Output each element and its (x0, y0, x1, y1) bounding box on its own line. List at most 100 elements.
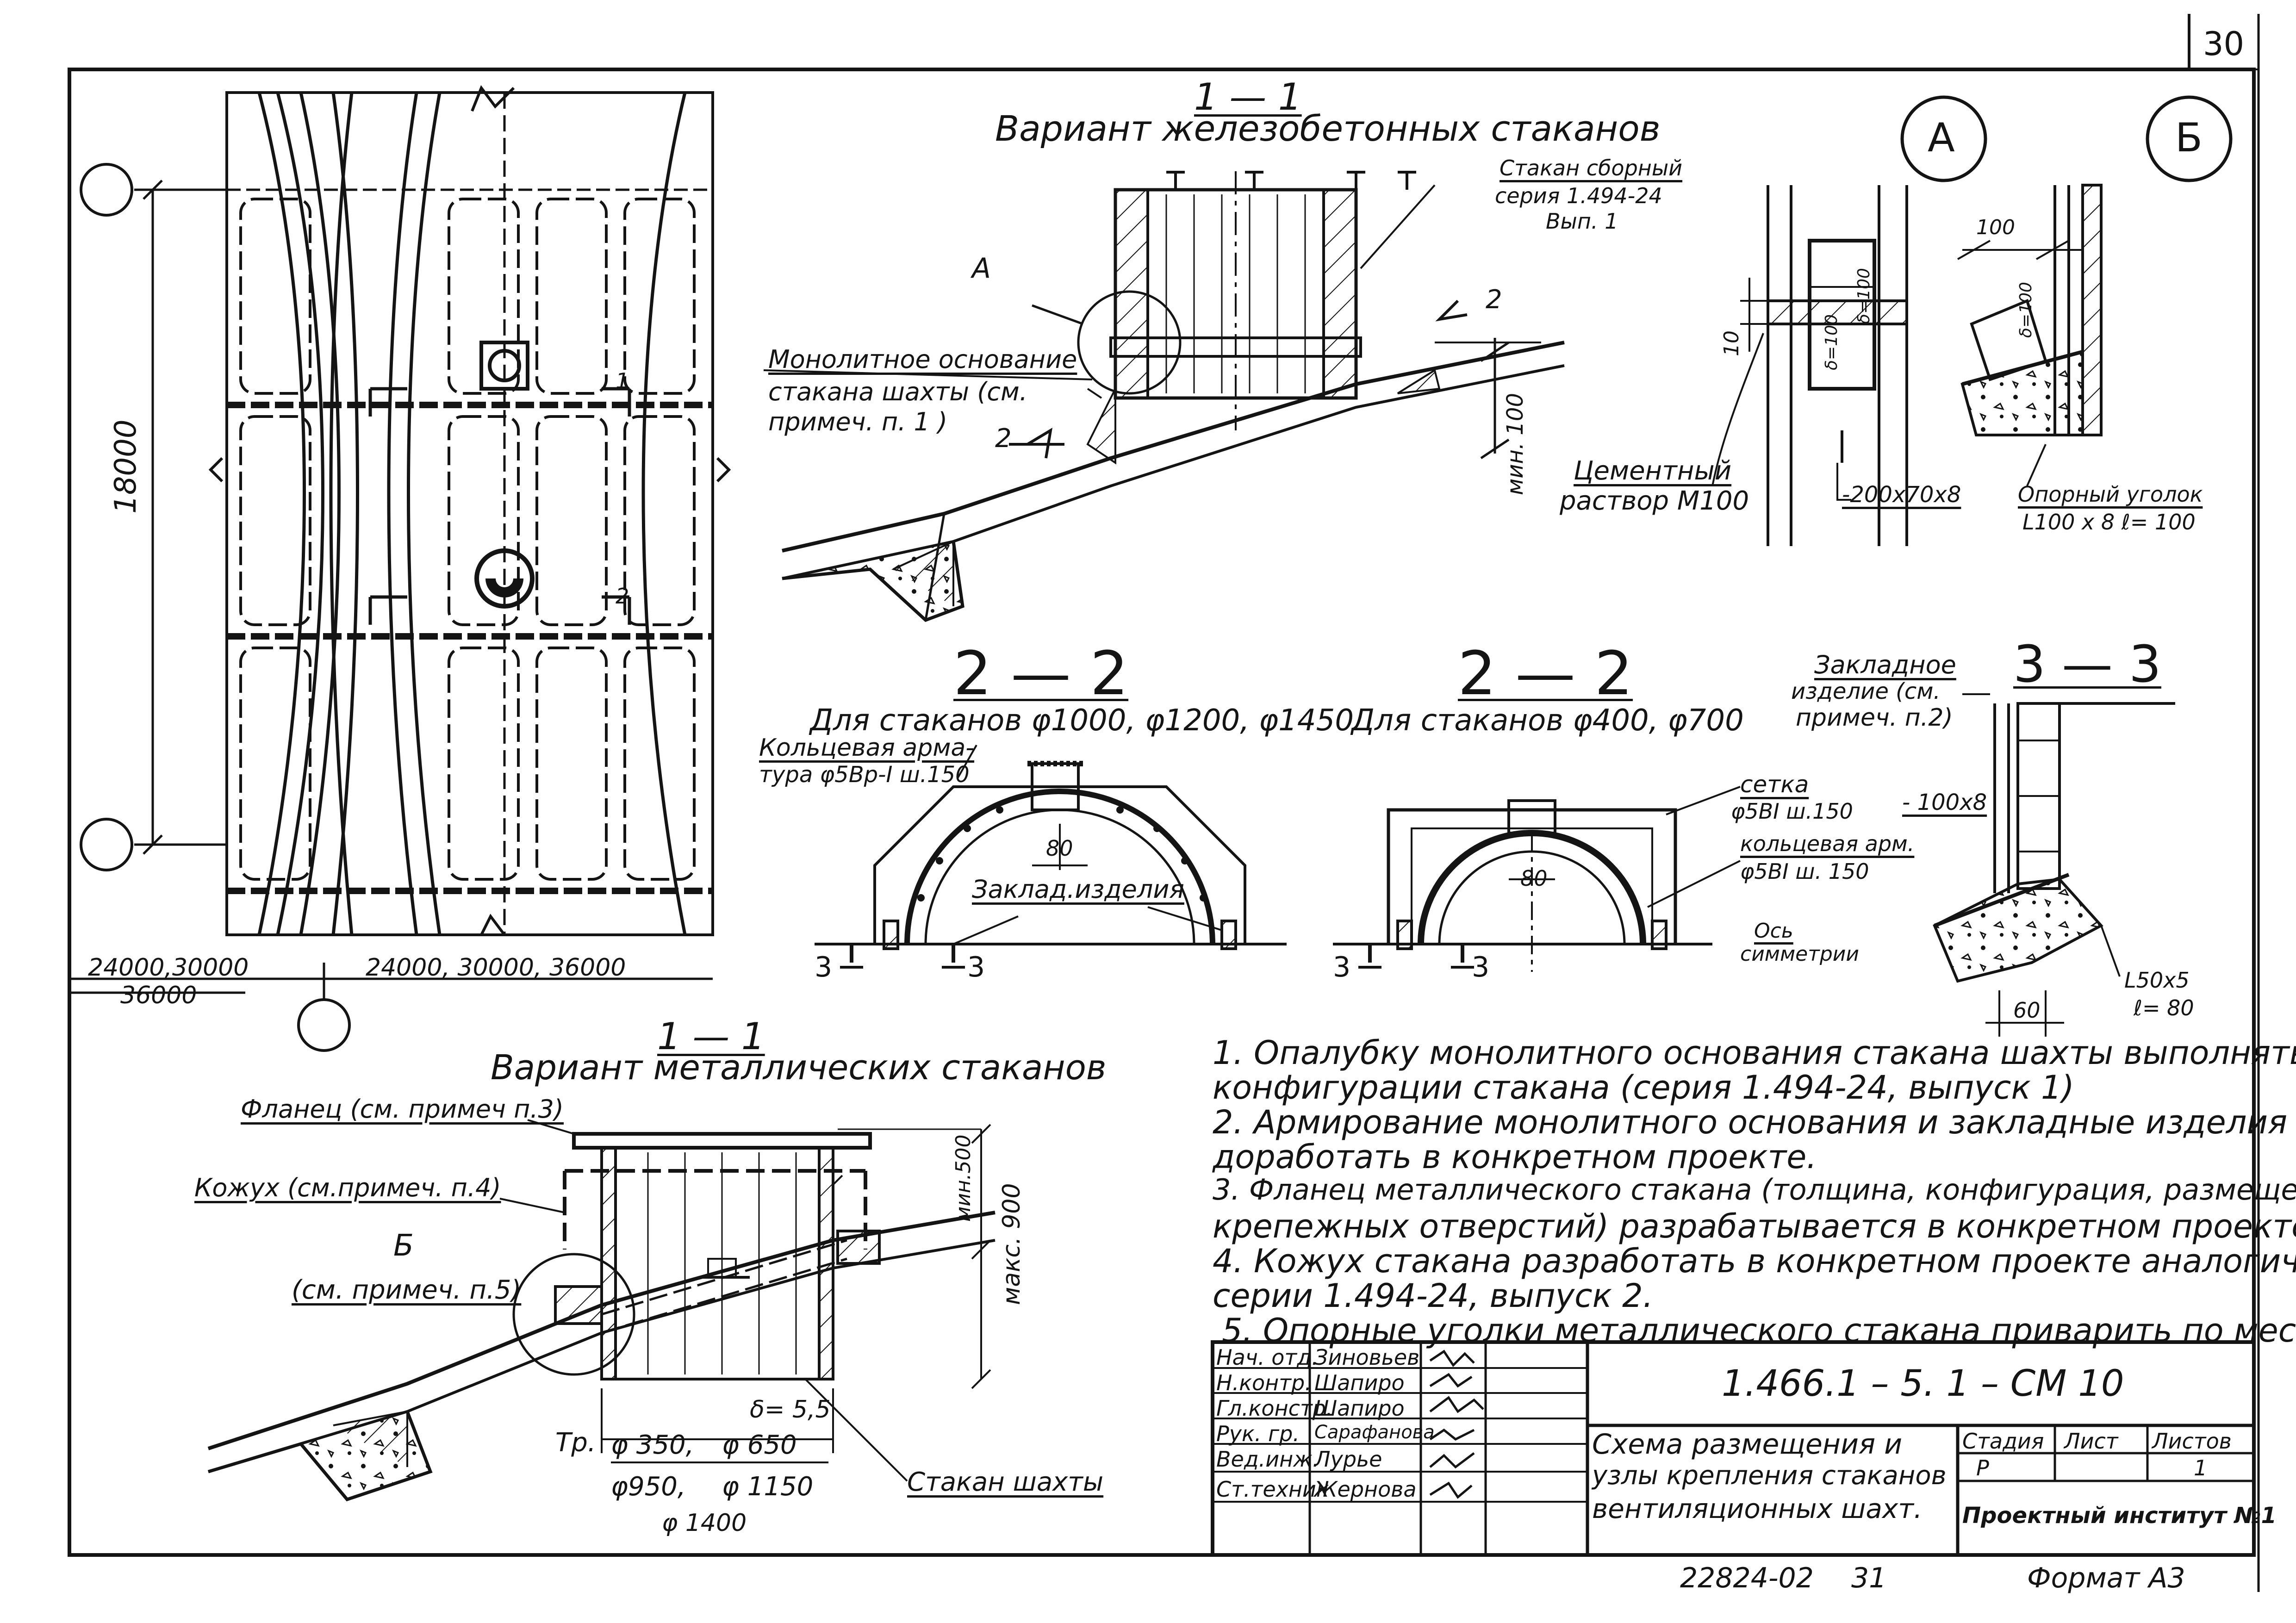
format-label: Формат А3 (2027, 1562, 2185, 1594)
section-metal-title: Вариант металлических стаканов (491, 1048, 1107, 1088)
tb-role-3: Гл.констр. (1216, 1396, 1333, 1421)
dim-d950: φ950, (611, 1472, 686, 1502)
title-block-grid (1211, 1340, 2256, 1557)
signatures (1429, 1349, 1484, 1499)
plan-dim-left: 24000,30000 (88, 954, 249, 982)
dim-d1400: φ 1400 (662, 1509, 747, 1537)
tb-role-2: Н.контр. (1216, 1370, 1312, 1395)
dim-min-100: мин. 100 (1502, 393, 1528, 495)
detail-b-circle-label: Б (2175, 115, 2203, 161)
punch-holes (80, 163, 351, 1052)
section-33-emb-2: изделие (см. (1791, 678, 1941, 704)
tr-label: Тр. (555, 1428, 596, 1458)
section-22b-dim-80: 80 (1520, 866, 1548, 891)
tb-name-line-3: вентиляционных шахт. (1592, 1493, 1923, 1524)
tb-organization: Проектный институт №1 (1962, 1503, 2277, 1529)
section-33-dim-60: 60 (2013, 998, 2041, 1023)
tb-name-3: Шапиро (1314, 1396, 1405, 1421)
tb-name-2: Шапиро (1314, 1370, 1405, 1395)
tb-name-line-2: узлы крепления стаканов (1592, 1461, 1947, 1491)
tb-sheets-value: 1 (2194, 1455, 2208, 1480)
section-33-plate: - 100x8 (1902, 790, 1987, 815)
section-33-angle-2: ℓ= 80 (2134, 995, 2194, 1020)
tb-sheet-header: Лист (2064, 1429, 2118, 1454)
detail-a-mortar-1: Цементный (1574, 456, 1732, 486)
base-label-2: стакана шахты (см. (768, 377, 1027, 406)
detail-a-dim-10: 10 (1720, 330, 1743, 356)
section-22b-mesh-2: φ5ВI ш.150 (1731, 799, 1853, 824)
note-line-2: конфигурации стакана (серия 1.494-24, вы… (1213, 1069, 2074, 1107)
plan-mark-1: 1 (616, 368, 629, 393)
roof-plan (69, 85, 731, 1000)
note-line-8: серии 1.494-24, выпуск 2. (1213, 1277, 1653, 1315)
label-b-note: (см. примеч. п.5) (292, 1275, 522, 1305)
section-22a-dim-80: 80 (1046, 836, 1073, 861)
detail-b-angle-1: Опорный уголок (2018, 482, 2203, 507)
section-22b-num: 2 — 2 (1458, 638, 1633, 709)
detail-a-circle-label: А (1928, 115, 1955, 161)
detail-b-drawing (1957, 95, 2233, 486)
detail-b-d100: δ=100 (2016, 282, 2035, 338)
dim-d350: φ 350, (611, 1430, 694, 1460)
section-rc-mark-2b: 2 (1486, 285, 1502, 315)
dim-min-500: мин.500 (952, 1134, 975, 1222)
section-metal-drawing (207, 1119, 996, 1502)
section-33-emb-3: примеч. п.2) (1796, 704, 1953, 732)
section-22b-subtitle: Для стаканов φ400, φ700 (1351, 703, 1744, 738)
note-line-4: доработать в конкретном проекте. (1213, 1138, 1817, 1176)
glass-label-2: серия 1.494-24 (1495, 183, 1662, 208)
note-line-5: 3. Фланец металлического стакана (толщин… (1213, 1173, 2296, 1206)
detail-a-plate: -200x70x8 (1842, 482, 1961, 508)
label-a: А (972, 252, 991, 285)
tb-stage-header: Стадия (1962, 1429, 2044, 1454)
thickness-label: δ= 5,5 (750, 1396, 831, 1424)
section-rc-title: Вариант железобетонных стаканов (995, 108, 1661, 149)
section-22b-drawing (1333, 786, 1741, 972)
dim-d1150: φ 1150 (722, 1472, 814, 1502)
casing-label: Кожух (см.примеч. п.4) (194, 1173, 501, 1202)
section-metal-num: 1 — 1 (657, 1015, 765, 1058)
section-22b-ring-2: φ5ВI ш. 150 (1740, 859, 1869, 884)
section-22a-embed: Заклад.изделия (972, 875, 1184, 904)
tb-role-5: Вед.инж. (1216, 1447, 1319, 1472)
section-rc-drawing (763, 171, 1565, 622)
note-line-1: 1. Опалубку монолитного основания стакан… (1213, 1034, 2296, 1072)
section-22b-axis-2: симметрии (1740, 942, 1859, 966)
note-line-7: 4. Кожух стакана разработать в конкретно… (1213, 1242, 2296, 1280)
detail-a-mortar-2: раствор М100 (1560, 486, 1749, 516)
tb-name-line-1: Схема размещения и (1592, 1428, 1903, 1461)
plan-dim-left2: 36000 (120, 982, 197, 1009)
base-label-3: примеч. п. 1 ) (768, 407, 948, 436)
detail-a-drawing (1711, 95, 1987, 546)
detail-a-d100-b: δ=100 (1854, 268, 1873, 324)
section-22b-cut-3a: 3 (1333, 951, 1351, 983)
glass-label-1: Стакан сборный (1500, 155, 1683, 180)
section-22a-cut-3a: 3 (815, 951, 833, 983)
tb-role-4: Рук. гр. (1216, 1421, 1300, 1446)
plan-mark-2: 2 (616, 584, 629, 609)
tb-name-5: Лурье (1314, 1447, 1382, 1472)
tb-role-1: Нач. отд. (1216, 1345, 1319, 1370)
bottom-num: 31 (1851, 1562, 1887, 1594)
shaft-label: Стакан шахты (907, 1467, 1104, 1497)
note-line-6: крепежных отверстий) разрабатывается в к… (1213, 1207, 2296, 1245)
tb-code: 1.466.1 – 5. 1 – СМ 10 (1722, 1363, 2124, 1405)
flange-label: Фланец (см. примеч п.3) (241, 1094, 564, 1124)
tb-name-6: Жернова (1314, 1477, 1417, 1502)
tb-name-1: Зиновьев (1314, 1345, 1420, 1370)
dim-d650: φ 650 (722, 1430, 797, 1460)
glass-label-3: Вып. 1 (1546, 209, 1618, 234)
plan-dim-18000: 18000 (109, 419, 143, 514)
base-label-1: Монолитное основание (768, 345, 1077, 374)
section-33-num: 3 — 3 (2013, 634, 2161, 694)
tb-stage-value: Р (1976, 1455, 1989, 1480)
section-22a-num: 2 — 2 (953, 638, 1129, 709)
section-22b-mesh-1: сетка (1740, 771, 1809, 798)
detail-b-angle-2: L100 x 8 ℓ= 100 (2022, 510, 2196, 535)
detail-a-d100-a: δ=100 (1822, 314, 1841, 370)
tb-role-6: Ст.техник (1216, 1477, 1329, 1502)
label-b: Б (393, 1229, 414, 1263)
section-rc-num: 1 — 1 (1194, 75, 1302, 118)
section-22b-ring-1: кольцевая арм. (1740, 831, 1915, 856)
section-22b-cut-3b: 3 (1472, 951, 1490, 983)
